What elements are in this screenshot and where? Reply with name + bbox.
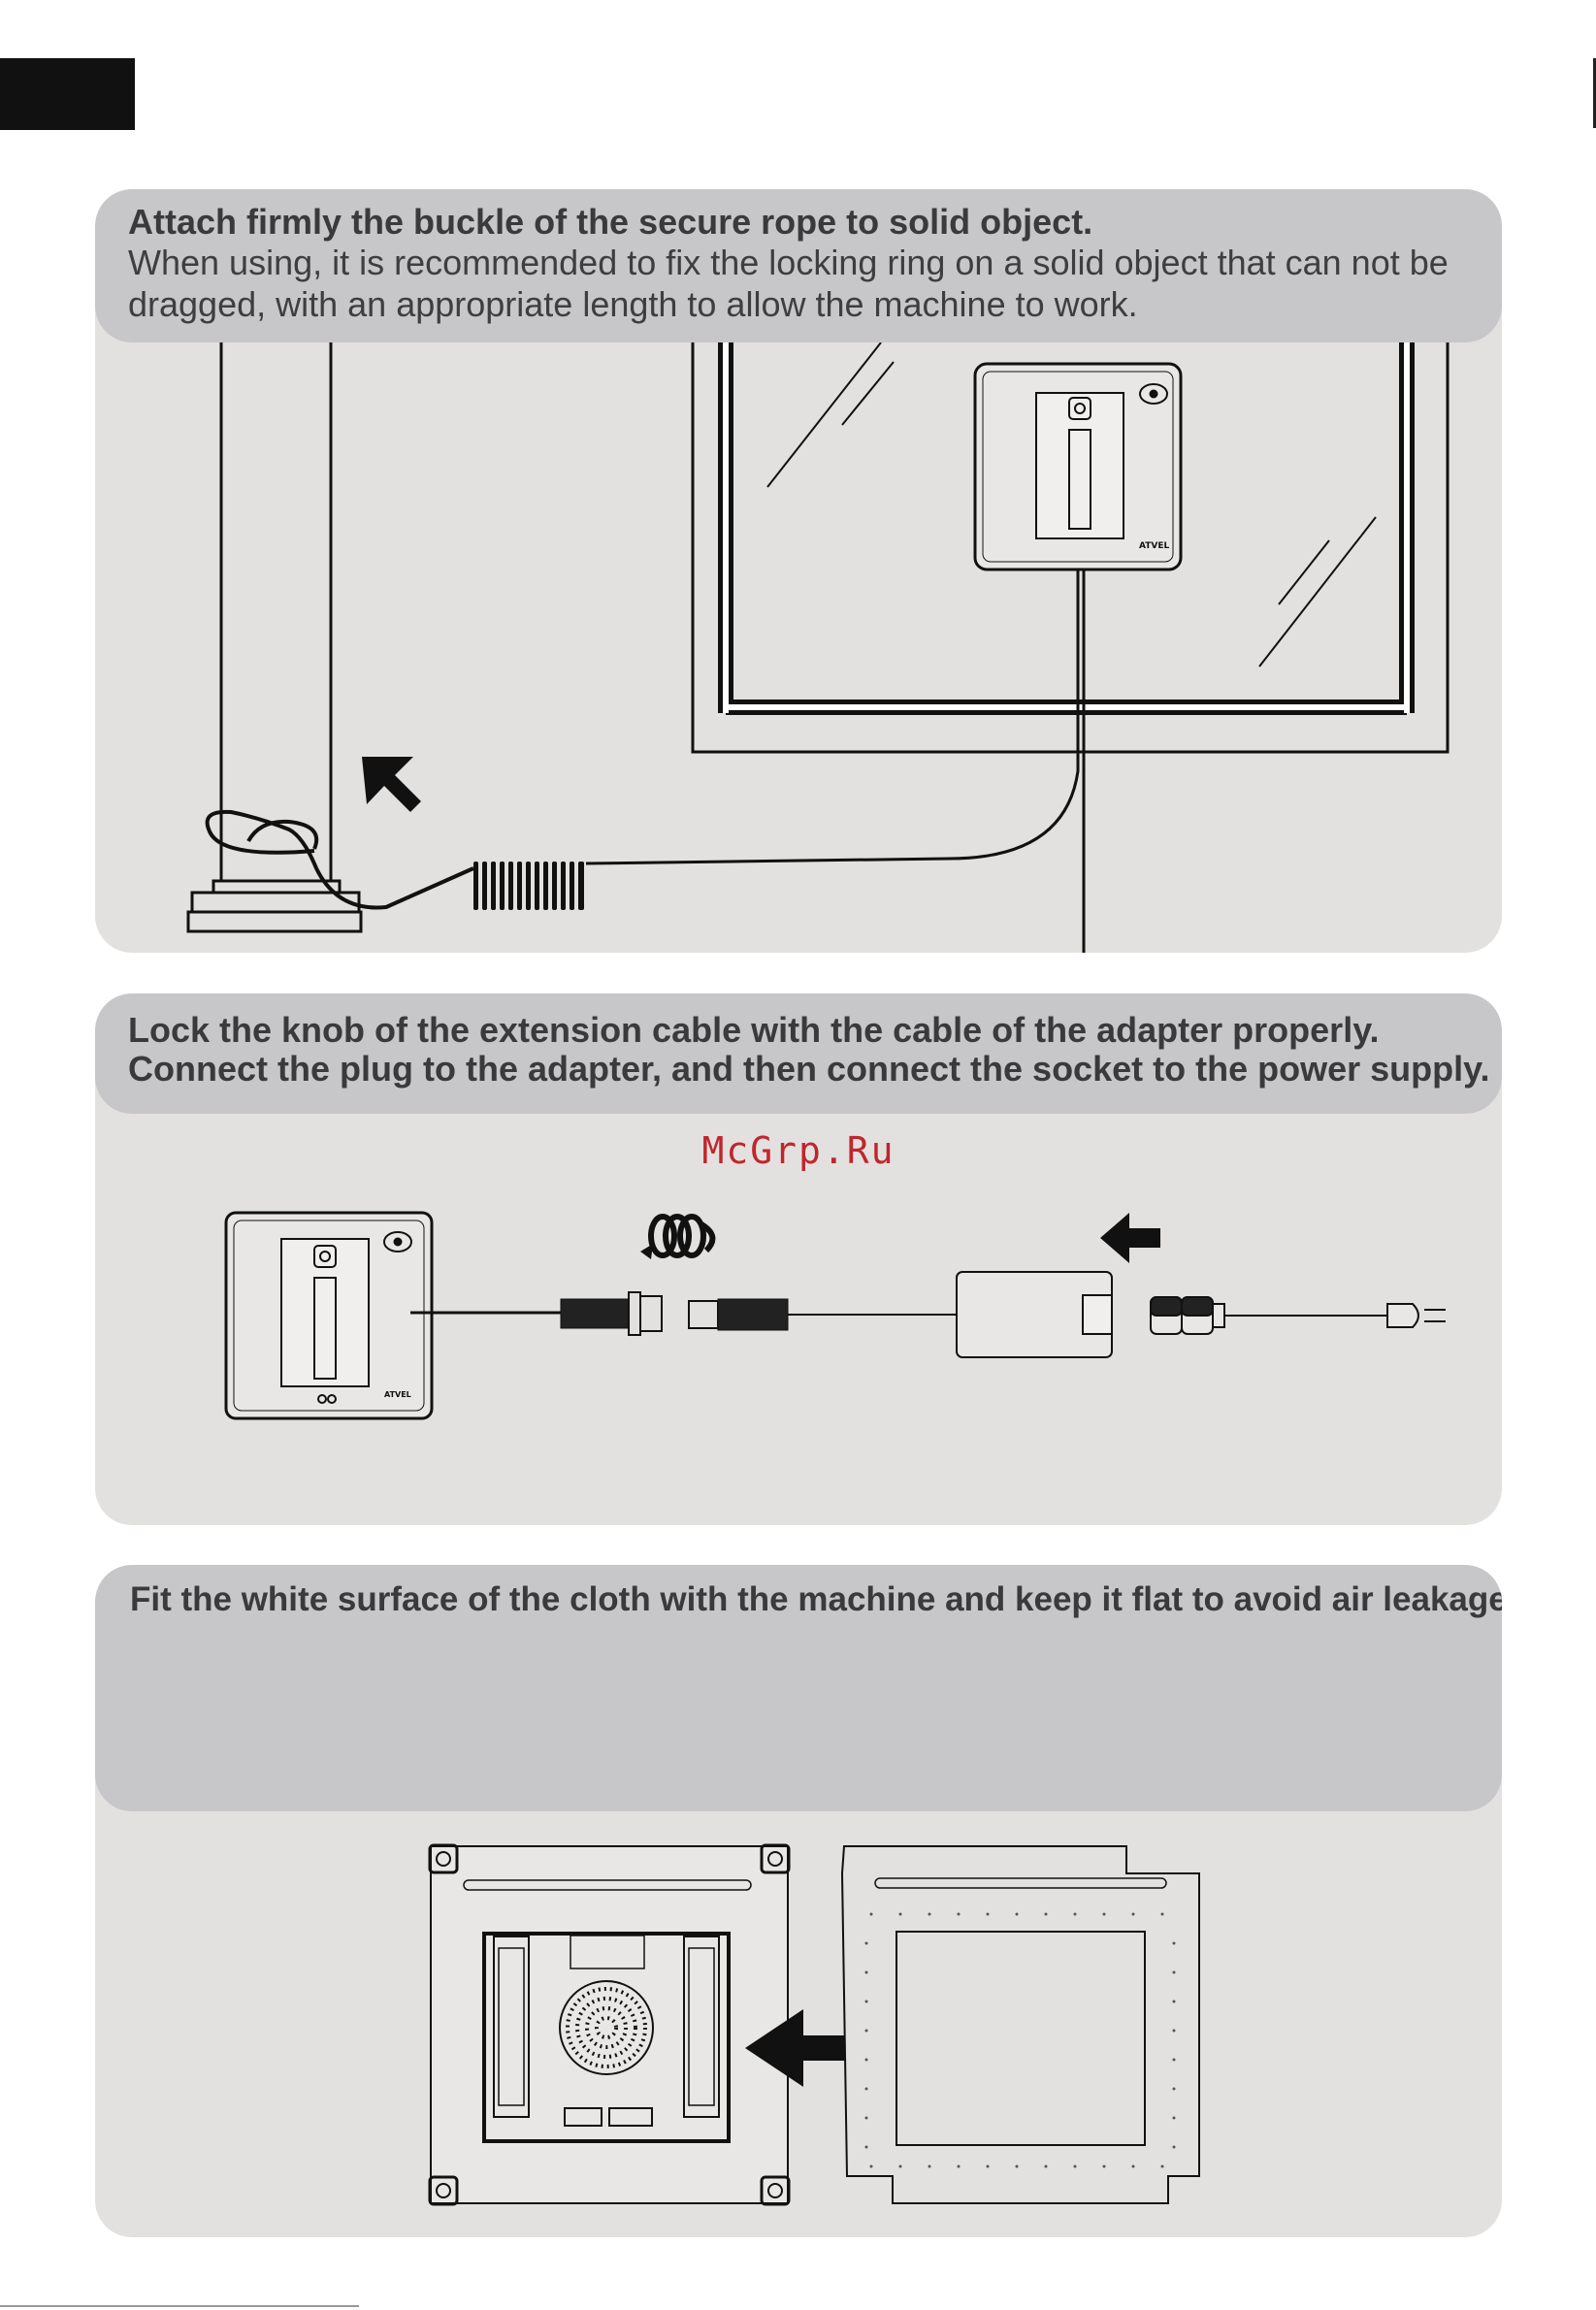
twist-lock-icon <box>640 1214 716 1259</box>
step-panel-cable-connection: Lock the knob of the extension cable wit… <box>95 993 1502 1525</box>
step-panel-cloth: Fit the white surface of the cloth with … <box>95 1565 1502 2237</box>
step-panel-secure-rope: ATVEL Attach firmly <box>95 189 1502 953</box>
page-edge-mark <box>1593 58 1596 128</box>
cloth-dot-pattern <box>864 1912 1176 2168</box>
cable-connection-illustration: ATVEL <box>224 1211 1446 1420</box>
robot-brand-mark: ATVEL <box>384 1390 411 1399</box>
robot-brand-mark: ATVEL <box>1139 541 1170 551</box>
footer-rule <box>0 2305 359 2307</box>
cloth-fitting-illustration <box>428 1843 1200 2206</box>
watermark: McGrp.Ru <box>701 1129 896 1172</box>
step-title: Attach firmly the buckle of the secure r… <box>128 202 1093 242</box>
page-corner-tab <box>0 58 135 130</box>
arrow-down-left-icon <box>362 757 421 812</box>
step-title-line2: Connect the plug to the adapter, and the… <box>128 1049 1490 1089</box>
step-header: Attach firmly the buckle of the secure r… <box>95 189 1502 342</box>
step-title: Fit the white surface of the cloth with … <box>130 1580 1502 1618</box>
step-header: Lock the knob of the extension cable wit… <box>95 993 1502 1114</box>
step-description: When using, it is recommended to fix the… <box>128 243 1449 324</box>
step-header: Fit the white surface of the cloth with … <box>95 1565 1502 1811</box>
arrow-left-icon <box>1100 1213 1160 1263</box>
arrow-left-icon <box>745 2009 862 2087</box>
step-title-line1: Lock the knob of the extension cable wit… <box>128 1010 1380 1050</box>
secure-rope-illustration: ATVEL <box>186 333 1449 953</box>
